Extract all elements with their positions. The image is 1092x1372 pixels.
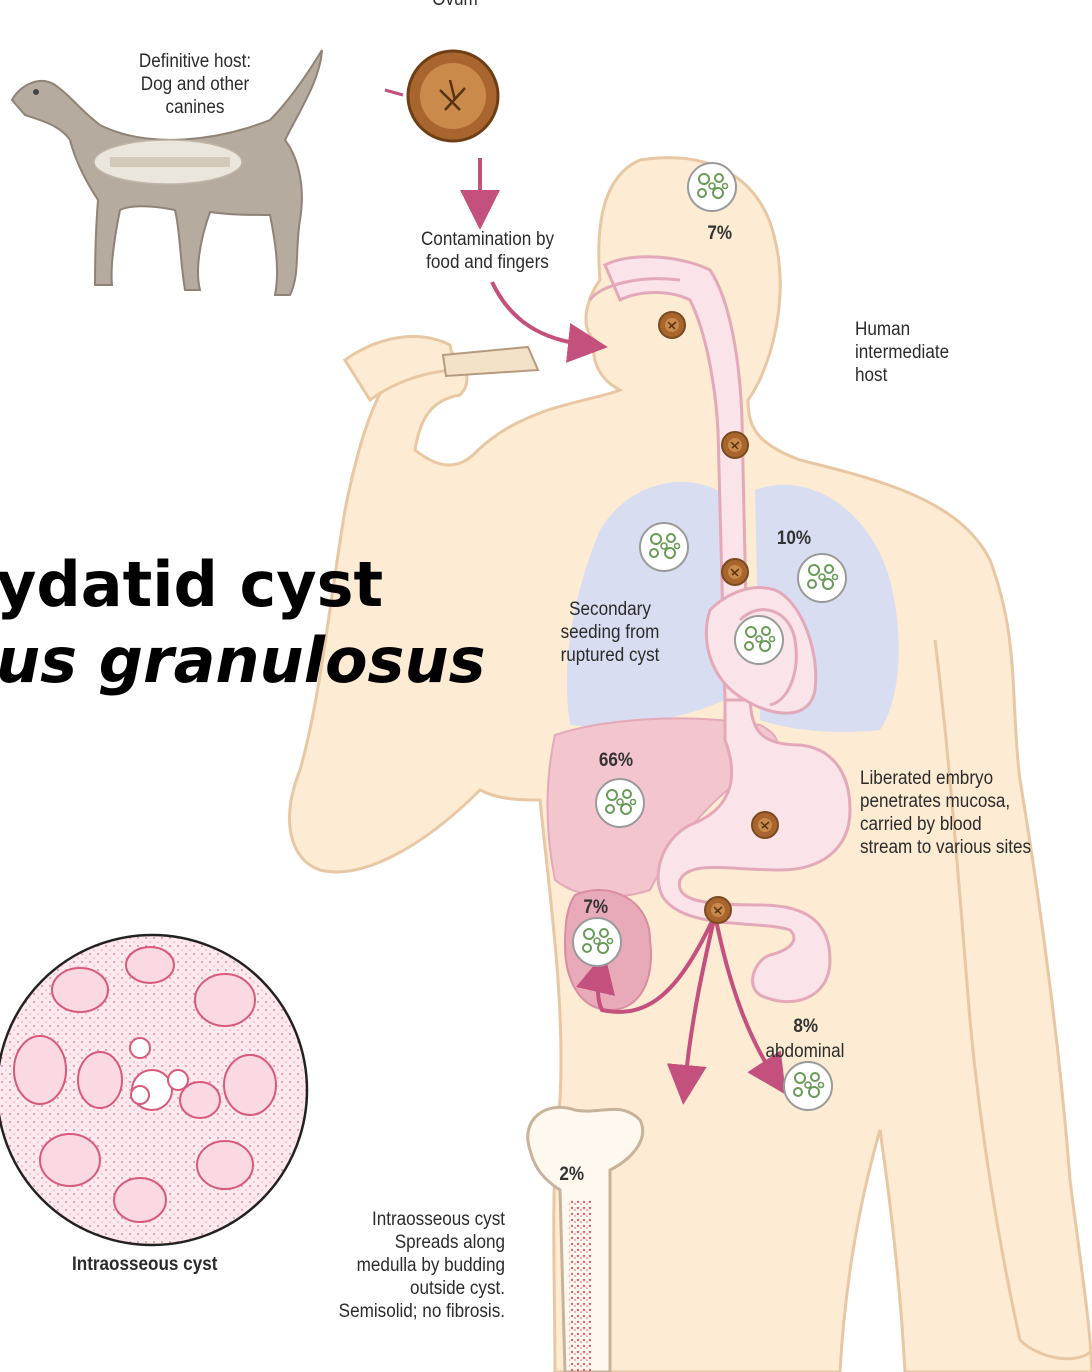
intraosseous-caption: Intraosseous cyst xyxy=(72,1253,252,1276)
pct-brain: 7% xyxy=(707,223,732,245)
secondary-seeding-label: Secondary seeding from ruptured cyst xyxy=(552,598,669,667)
title-line-2: us granulosus xyxy=(0,624,486,698)
embryo-marker-esophagus xyxy=(722,432,748,458)
pct-kidney: 7% xyxy=(583,897,608,919)
intraosseous-note: Intraosseous cyst Spreads along medulla … xyxy=(321,1208,506,1323)
cyst-kidney xyxy=(573,918,621,966)
pct-abdominal: 8% xyxy=(793,1016,818,1038)
cyst-lung xyxy=(798,554,846,602)
title-line-1: ydatid cyst xyxy=(0,548,383,622)
ovum-egg xyxy=(385,51,498,141)
pct-liver: 66% xyxy=(599,750,633,772)
definitive-host-label: Definitive host: Dog and other canines xyxy=(119,50,272,119)
embryo-marker-stomach xyxy=(752,812,778,838)
cyst-lung-secondary xyxy=(640,523,688,571)
embryo-marker-mouth xyxy=(659,312,685,338)
pct-lung: 10% xyxy=(777,528,811,550)
liberated-embryo-label: Liberated embryo penetrates mucosa, carr… xyxy=(860,767,1058,859)
embryo-marker-chest xyxy=(722,559,748,585)
human-host-label: Human intermediate host xyxy=(855,318,999,387)
ovum-label: Ovum xyxy=(406,0,505,11)
cyst-heart xyxy=(735,616,783,664)
cyst-liver xyxy=(596,779,644,827)
embryo-marker-intestine xyxy=(705,897,731,923)
pct-bone: 2% xyxy=(559,1164,584,1186)
cyst-abdominal xyxy=(784,1062,832,1110)
intraosseous-histology-image xyxy=(0,930,310,1250)
cyst-brain xyxy=(688,163,736,211)
abdominal-label: abdominal xyxy=(756,1040,855,1063)
contamination-label: Contamination by food and fingers xyxy=(409,228,567,274)
